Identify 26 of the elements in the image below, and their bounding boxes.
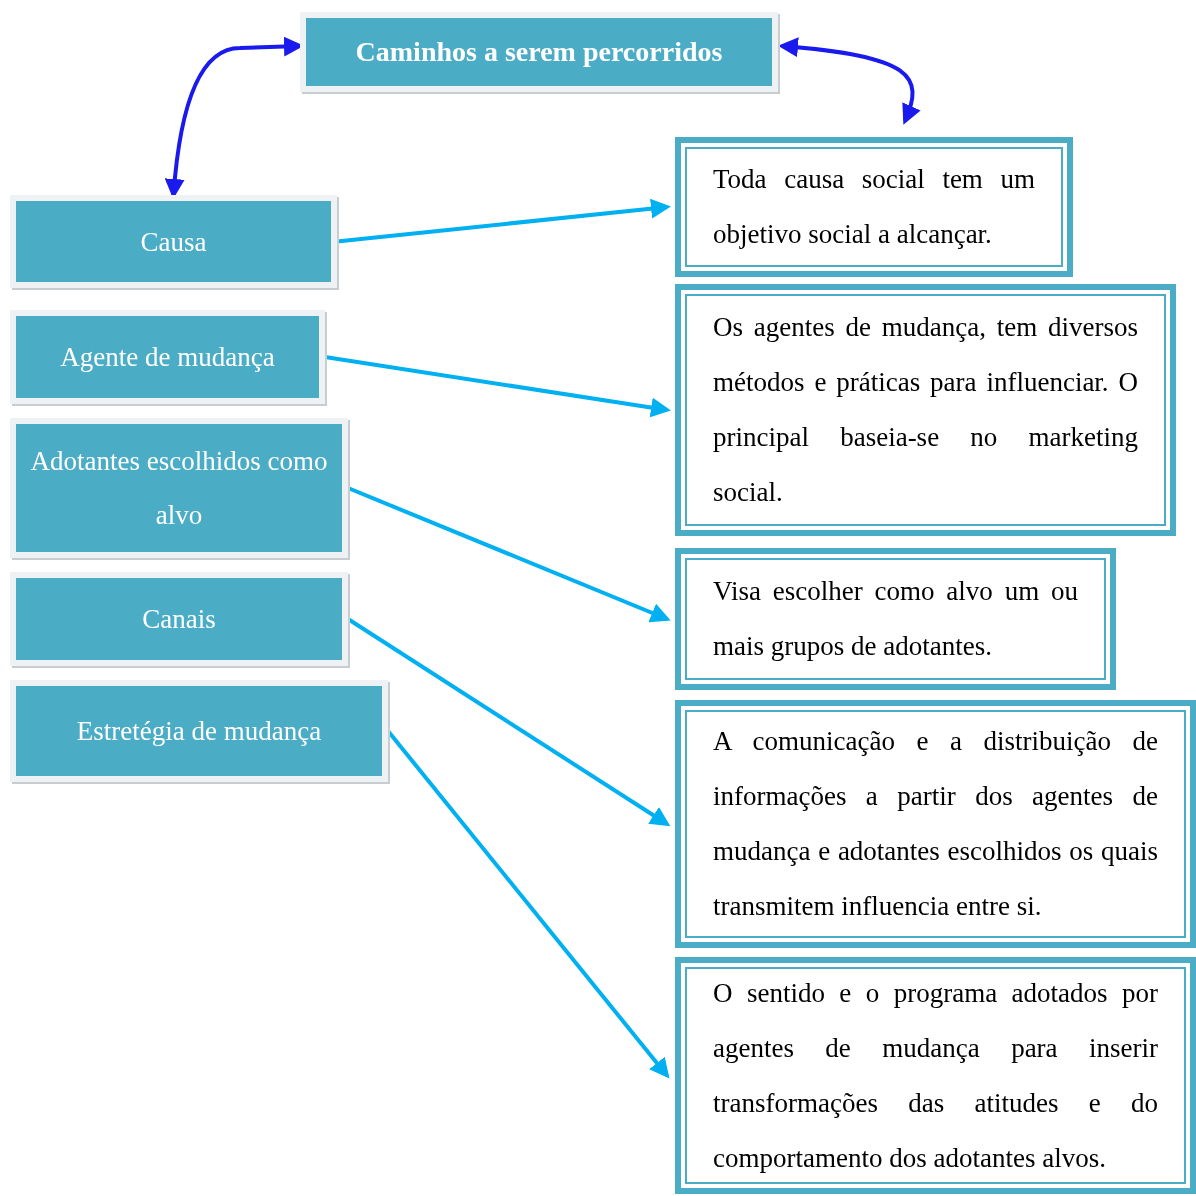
arrow — [347, 486, 671, 623]
concept-label: Agente de mudança — [60, 341, 275, 374]
description-box — [675, 700, 1196, 948]
description-text: Visa escolher como alvo um ou mais grupos de adotantes. — [713, 575, 1078, 663]
concept-box — [10, 310, 325, 404]
description-box — [675, 957, 1196, 1194]
title-text: Caminhos a serem percorridos — [355, 35, 723, 69]
description-text: Toda causa social tem um objetivo social a alcançar. — [713, 163, 1035, 251]
concept-box — [10, 418, 348, 558]
concept-label: Canais — [142, 603, 216, 636]
arrow — [778, 37, 921, 125]
concept-box — [10, 680, 388, 782]
description-text: A comunicação e a distribuição de informações a partir dos agentes de mudança e adotantes escolhidos os quais transmitem influencia entre si. — [713, 725, 1158, 923]
description-text: Os agentes de mudança, tem diversos métodos e práticas para influenciar. O principal baseia-se no marketing social. — [713, 311, 1138, 509]
arrow — [336, 198, 671, 244]
concept-label: Estretégia de mudança — [76, 715, 322, 748]
description-text: O sentido e o programa adotados por agentes de mudança para inserir transformações das atitudes e do comportamento dos adotantes alvos. — [713, 976, 1158, 1175]
description-box — [675, 548, 1116, 690]
arrow — [324, 355, 671, 418]
concept-label: Causa — [140, 225, 207, 259]
description-box — [675, 137, 1073, 277]
concept-label: Adotantes escolhidos como alvo — [29, 445, 329, 532]
description-box — [675, 284, 1176, 536]
concept-box — [10, 572, 348, 666]
title-box — [300, 12, 778, 92]
concept-box — [10, 195, 337, 288]
